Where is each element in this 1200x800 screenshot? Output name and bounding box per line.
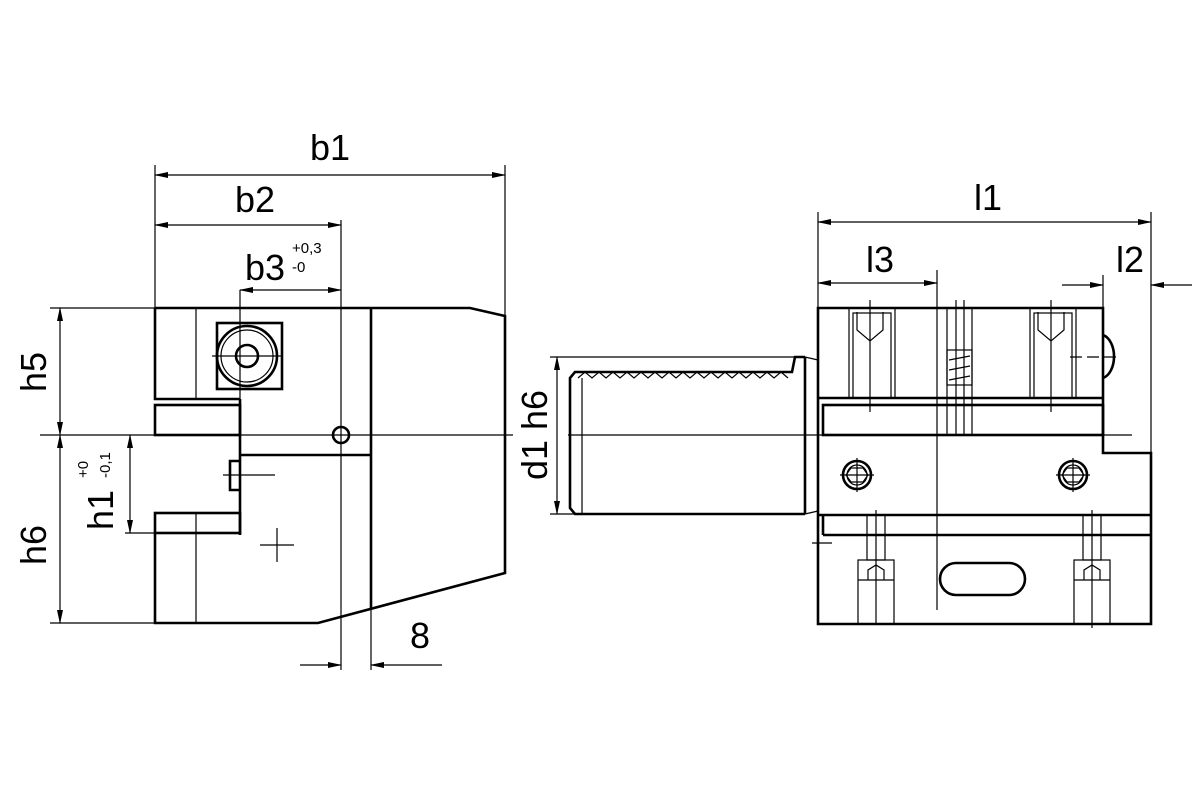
b3-tolerance-lower: -0 [292,259,305,276]
thread-teeth [577,371,789,379]
right-view-body [812,300,1153,628]
dimension-l3: l3 [817,239,938,286]
hex-screw [840,458,874,492]
dimension-8: 8 [300,610,442,670]
hex-screw [1056,458,1090,492]
b3-tolerance-upper: +0,3 [292,240,322,257]
dimension-d1: d1 h6 [514,356,795,515]
left-view-centerlines [40,220,513,670]
dimension-b3: b3 +0,3 -0 [239,240,342,293]
dimension-l2: l2 [1062,239,1192,308]
label-8: 8 [410,615,430,656]
dimension-b1: b1 [154,127,506,316]
dimension-h6: h6 [13,434,155,624]
label-b2: b2 [235,179,275,220]
h1-tolerance-upper: +0 [75,461,92,478]
dimension-l1: l1 [817,177,1152,453]
label-b3: b3 [245,247,285,288]
dimension-b2: b2 [154,179,342,228]
label-l1: l1 [974,177,1002,218]
label-d1-h6: d1 h6 [514,390,555,480]
left-view-body [153,290,507,625]
label-b1: b1 [310,127,350,168]
dimension-h1: h1 +0 -0,1 [75,434,155,534]
label-h1: h1 [80,490,121,530]
dimension-h5: h5 [13,307,155,436]
label-h6: h6 [13,525,54,565]
label-l3: l3 [866,239,894,280]
label-h5: h5 [13,352,54,392]
label-l2: l2 [1116,239,1144,280]
right-view-centerlines [568,270,1132,610]
h1-tolerance-lower: -0,1 [97,452,114,478]
